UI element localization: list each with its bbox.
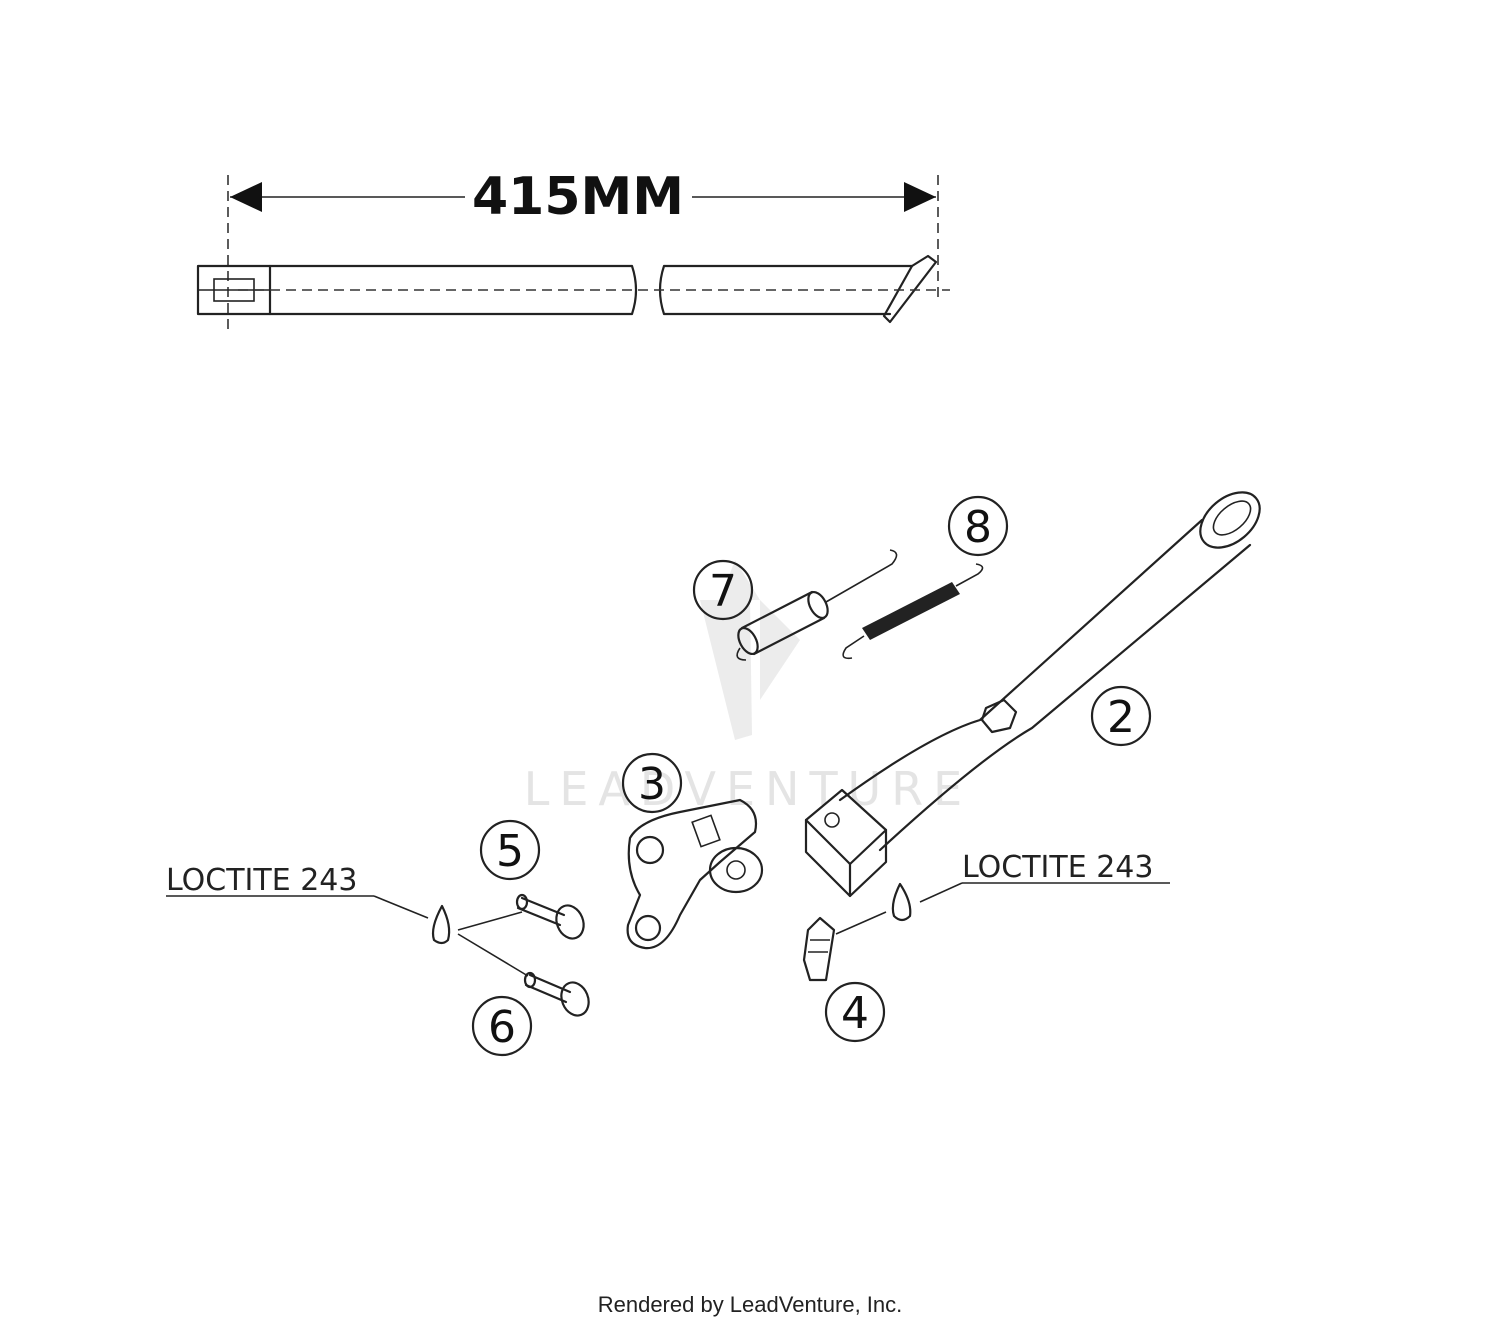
callout-3: 3 [621,752,683,814]
part-5-screw [515,893,585,940]
callout-label: 6 [488,1002,516,1053]
part-4-bolt [802,916,836,982]
note-label: LOCTITE 243 [962,850,1153,885]
callout-2: 2 [1090,685,1152,747]
callout-label: 2 [1107,692,1135,743]
callout-label: 3 [638,759,666,810]
note-loctite-left: LOCTITE 243 [166,863,529,977]
note-loctite-right: LOCTITE 243 [835,850,1170,935]
part-6-screw [523,971,590,1017]
watermark-text: LEADVENTURE [524,762,973,816]
watermark: LEADVENTURE [524,560,973,816]
callout-8: 8 [947,495,1009,557]
arrow-right-icon [904,182,936,212]
adhesive-drop-icon [431,904,451,945]
callout-label: 7 [709,566,737,617]
arrow-left-icon [230,182,262,212]
part-2-side-stand [804,491,1261,898]
callout-6: 6 [471,995,533,1057]
callout-label: 4 [841,988,869,1039]
dimension-drawing: 415MM [196,167,950,330]
part-3-bracket [626,798,764,950]
callout-4: 4 [824,981,886,1043]
stand-side-view [196,254,950,324]
dimension-label: 415MM [472,167,684,227]
callout-5: 5 [479,819,541,881]
adhesive-drop-icon [891,882,912,922]
footer-credit: Rendered by LeadVenture, Inc. [597,1292,903,1317]
callout-label: 8 [964,502,992,553]
note-label: LOCTITE 243 [166,863,357,898]
part-7-spring [736,549,898,661]
part-8-spring [842,563,984,660]
callout-7: 7 [692,559,754,621]
callout-label: 5 [496,826,524,877]
